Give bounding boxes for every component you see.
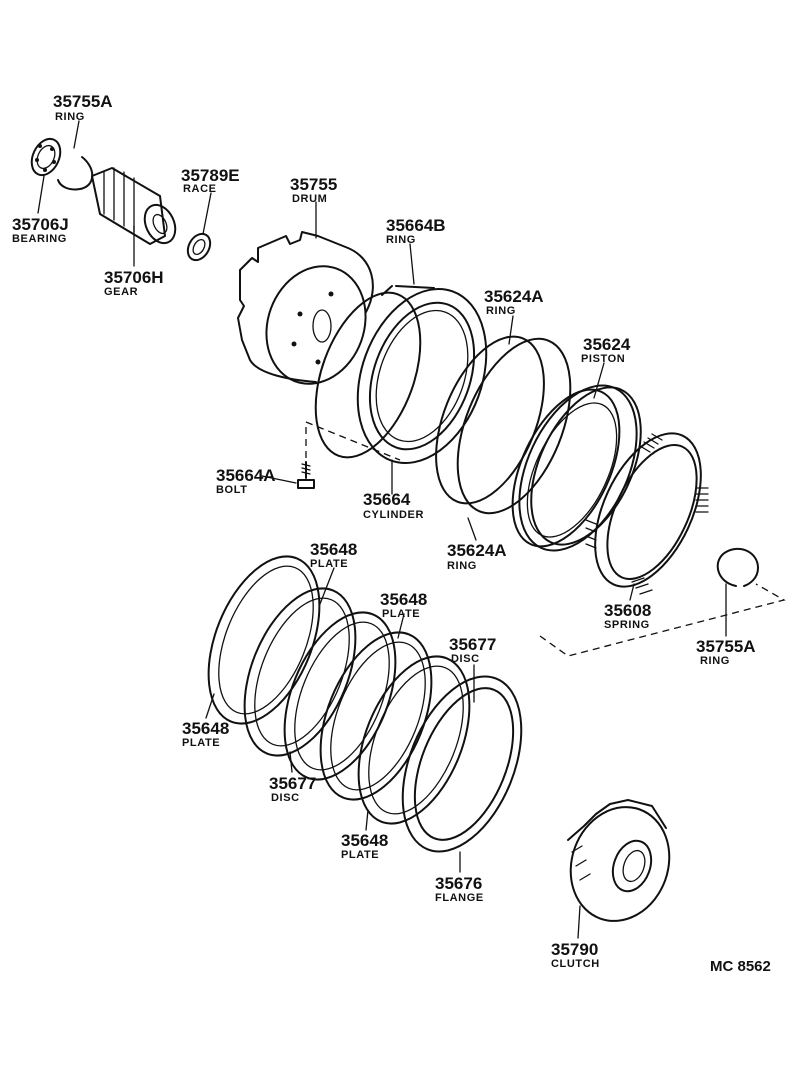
label-ring-35755a-right: 35755A RING: [696, 637, 756, 667]
part-number: 35648: [310, 540, 357, 559]
label-race-35789e: 35789E RACE: [181, 166, 240, 195]
part-number: 35608: [604, 601, 651, 620]
part-name: CLUTCH: [551, 958, 600, 970]
part-number: 35706J: [12, 215, 69, 234]
part-name: CYLINDER: [363, 509, 424, 521]
part-name: DRUM: [292, 193, 327, 205]
part-name: PLATE: [382, 608, 420, 620]
gear-drawing: [91, 167, 177, 245]
label-ring-35664b: 35664B RING: [386, 216, 446, 246]
part-number: 35677: [449, 635, 496, 654]
part-number: 35648: [182, 719, 229, 738]
part-name: RACE: [183, 183, 217, 195]
label-flange-35676: 35676 FLANGE: [435, 874, 484, 904]
part-name: SPRING: [604, 619, 650, 631]
part-number: 35676: [435, 874, 482, 893]
part-name: PLATE: [310, 558, 348, 570]
part-name: RING: [447, 560, 477, 572]
part-number: 35648: [380, 590, 427, 609]
label-bearing-35706j: 35706J BEARING: [12, 215, 69, 245]
part-number: 35664A: [216, 466, 276, 485]
label-drum-35755: 35755 DRUM: [290, 175, 337, 205]
clutch-pack-drawing: [207, 555, 523, 853]
label-clutch-35790: 35790 CLUTCH: [551, 940, 600, 970]
drum-drawing: [237, 231, 374, 385]
part-number: 35677: [269, 774, 316, 793]
clutch-hub-drawing: [567, 799, 671, 922]
part-name: FLANGE: [435, 892, 484, 904]
part-name: RING: [386, 234, 416, 246]
part-name: PLATE: [341, 849, 379, 861]
label-piston-35624: 35624 PISTON: [581, 335, 631, 365]
part-number: 35706H: [104, 268, 164, 287]
part-number: 35648: [341, 831, 388, 850]
part-name: GEAR: [104, 286, 138, 298]
race-drawing: [186, 232, 212, 262]
label-plate-35648-lower: 35648 PLATE: [341, 831, 388, 861]
label-disc-35677-upper: 35677 DISC: [449, 635, 496, 665]
label-ring-35624a-bottom: 35624A RING: [447, 541, 507, 572]
part-number: 35755: [290, 175, 337, 194]
part-number: 35789E: [181, 166, 240, 185]
part-number: 35624A: [447, 541, 507, 560]
snap-ring-drawing: [57, 156, 94, 191]
spring-set-drawing: [585, 432, 709, 595]
cylinder-drawing: [314, 285, 488, 465]
label-gear-35706h: 35706H GEAR: [104, 268, 164, 298]
part-number: 35624A: [484, 287, 544, 306]
part-name: DISC: [271, 792, 300, 804]
part-name: DISC: [451, 653, 480, 665]
label-plate-35648-left: 35648 PLATE: [182, 719, 229, 749]
label-bolt-35664a: 35664A BOLT: [216, 466, 276, 496]
label-plate-35648-top: 35648 PLATE: [310, 540, 357, 570]
label-cylinder-35664: 35664 CYLINDER: [363, 490, 424, 521]
label-spring-35608: 35608 SPRING: [604, 601, 651, 631]
label-disc-35677-lower: 35677 DISC: [269, 774, 316, 804]
part-number: 35790: [551, 940, 598, 959]
part-number: 35664B: [386, 216, 446, 235]
bearing-drawing: [30, 137, 62, 177]
label-ring-35624a-top: 35624A RING: [484, 287, 544, 317]
part-name: PISTON: [581, 353, 625, 365]
part-name: BEARING: [12, 233, 67, 245]
leader-lines: [37, 120, 727, 939]
part-name: RING: [55, 111, 85, 123]
part-name: RING: [700, 655, 730, 667]
part-number: 35755A: [53, 92, 113, 111]
label-ring-35755a-top: 35755A RING: [53, 92, 113, 123]
figure-code: MC 8562: [710, 958, 771, 975]
part-number: 35755A: [696, 637, 756, 656]
assembly-guide-line: [539, 583, 786, 657]
part-name: BOLT: [216, 484, 248, 496]
bolt-drawing: [297, 421, 401, 489]
part-number: 35664: [363, 490, 411, 509]
label-plate-35648-upper: 35648 PLATE: [380, 590, 427, 620]
right-snap-ring-drawing: [716, 547, 759, 587]
part-number: 35624: [583, 335, 631, 354]
part-name: RING: [486, 305, 516, 317]
part-name: PLATE: [182, 737, 220, 749]
